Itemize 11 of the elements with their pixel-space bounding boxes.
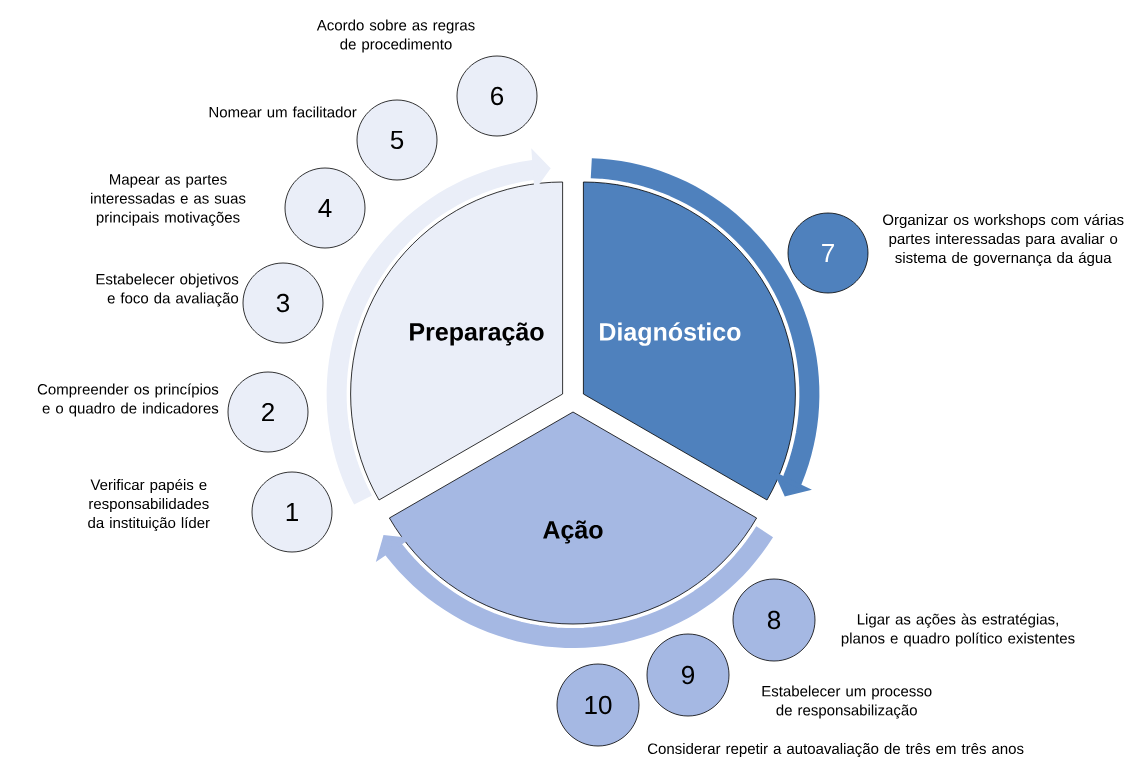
- step-description: Estabelecer um processo de responsabilização: [762, 685, 932, 719]
- step-description: Compreender os princípios e o quadro de indicadores: [37, 383, 219, 417]
- step-description: Verificar papéis e responsabilidades da instituição líder: [88, 478, 210, 532]
- step-description: Considerar repetir a autoavaliação de três em três anos: [648, 742, 1024, 758]
- step-description: Ligar as ações às estratégias, planos e quadro político existentes: [841, 613, 1075, 647]
- step-description: Nomear um facilitador: [209, 106, 357, 118]
- cycle-segment: Diagnóstico: [583, 158, 820, 501]
- step-description: Organizar os workshops com várias partes interessadas para avaliar o sistema de governança da água: [883, 213, 1124, 267]
- step-description: Estabelecer objetivos e foco da avaliação: [96, 273, 239, 307]
- step-description: Mapear as partes interessadas e as suas principais motivações: [91, 174, 246, 226]
- step-description: Acordo sobre as regras de procedimento: [316, 19, 475, 53]
